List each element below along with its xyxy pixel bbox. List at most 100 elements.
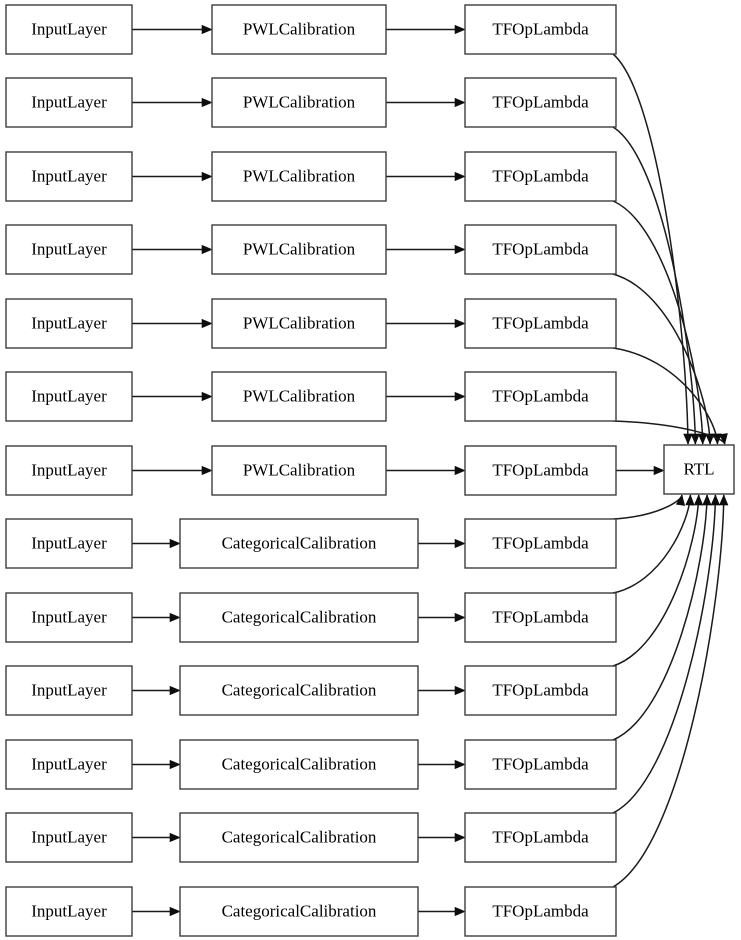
node-rtl-output-box — [663, 444, 735, 495]
node-calibration-10-box — [179, 739, 419, 790]
node-calibration-12-label: CategoricalCalibration — [222, 901, 377, 920]
node-calibration-4-box — [211, 298, 387, 349]
edge-lambda-to-rtl-0 — [612, 53, 689, 445]
node-calibration-3[interactable]: PWLCalibration — [211, 224, 387, 275]
node-input-layer-6[interactable]: InputLayer — [5, 445, 133, 496]
node-input-layer-9[interactable]: InputLayer — [5, 665, 133, 716]
node-calibration-6[interactable]: PWLCalibration — [211, 445, 387, 496]
node-calibration-7-box — [179, 518, 419, 569]
node-tfoplambda-4-label: TFOpLambda — [492, 313, 589, 332]
node-input-layer-11[interactable]: InputLayer — [5, 812, 133, 863]
node-calibration-7[interactable]: CategoricalCalibration — [179, 518, 419, 569]
node-input-layer-2[interactable]: InputLayer — [5, 151, 133, 202]
edge-calibration-to-lambda-12-arrowhead — [454, 906, 466, 917]
node-tfoplambda-7[interactable]: TFOpLambda — [464, 518, 617, 569]
node-calibration-8-box — [179, 592, 419, 643]
edge-input-to-calibration-10-arrowhead — [169, 759, 181, 770]
node-rtl-output[interactable]: RTL — [663, 444, 735, 495]
node-input-layer-0[interactable]: InputLayer — [5, 4, 133, 55]
node-calibration-5[interactable]: PWLCalibration — [211, 371, 387, 422]
node-tfoplambda-10-box — [464, 739, 617, 790]
node-input-layer-8[interactable]: InputLayer — [5, 592, 133, 643]
node-input-layer-5[interactable]: InputLayer — [5, 371, 133, 422]
node-input-layer-0-box — [5, 4, 133, 55]
edge-input-to-calibration-11-arrowhead — [169, 832, 181, 843]
node-tfoplambda-7-box — [464, 518, 617, 569]
edge-calibration-to-lambda-4-arrowhead — [454, 318, 466, 329]
node-input-layer-12[interactable]: InputLayer — [5, 886, 133, 937]
edge-input-to-calibration-12-arrowhead — [169, 906, 181, 917]
node-input-layer-3[interactable]: InputLayer — [5, 224, 133, 275]
edge-lambda-to-rtl-7-arrowhead — [675, 494, 686, 506]
node-calibration-11-box — [179, 812, 419, 863]
node-tfoplambda-7-label: TFOpLambda — [492, 533, 589, 552]
node-tfoplambda-0[interactable]: TFOpLambda — [464, 4, 617, 55]
edge-calibration-to-lambda-1-arrowhead — [454, 97, 466, 108]
node-calibration-12[interactable]: CategoricalCalibration — [179, 886, 419, 937]
node-calibration-1-box — [211, 77, 387, 128]
node-tfoplambda-9[interactable]: TFOpLambda — [464, 665, 617, 716]
edge-input-to-calibration-2-arrowhead — [201, 171, 213, 182]
node-calibration-0[interactable]: PWLCalibration — [211, 4, 387, 55]
node-tfoplambda-2[interactable]: TFOpLambda — [464, 151, 617, 202]
node-input-layer-2-label: InputLayer — [31, 166, 107, 185]
node-calibration-8[interactable]: CategoricalCalibration — [179, 592, 419, 643]
node-input-layer-3-box — [5, 224, 133, 275]
edge-lambda-to-rtl-7 — [612, 494, 683, 520]
node-input-layer-2-box — [5, 151, 133, 202]
node-input-layer-10[interactable]: InputLayer — [5, 739, 133, 790]
node-input-layer-8-box — [5, 592, 133, 643]
node-tfoplambda-8[interactable]: TFOpLambda — [464, 592, 617, 643]
edge-input-to-calibration-0-arrowhead — [201, 24, 213, 35]
node-tfoplambda-3[interactable]: TFOpLambda — [464, 224, 617, 275]
node-tfoplambda-1-box — [464, 77, 617, 128]
node-tfoplambda-1[interactable]: TFOpLambda — [464, 77, 617, 128]
node-input-layer-7[interactable]: InputLayer — [5, 518, 133, 569]
node-tfoplambda-9-label: TFOpLambda — [492, 680, 589, 699]
node-input-layer-4[interactable]: InputLayer — [5, 298, 133, 349]
node-tfoplambda-10[interactable]: TFOpLambda — [464, 739, 617, 790]
node-tfoplambda-12[interactable]: TFOpLambda — [464, 886, 617, 937]
node-tfoplambda-4[interactable]: TFOpLambda — [464, 298, 617, 349]
edge-calibration-to-lambda-11-arrowhead — [454, 832, 466, 843]
node-tfoplambda-2-label: TFOpLambda — [492, 166, 589, 185]
node-calibration-6-box — [211, 445, 387, 496]
node-calibration-2[interactable]: PWLCalibration — [211, 151, 387, 202]
node-input-layer-7-box — [5, 518, 133, 569]
node-calibration-9[interactable]: CategoricalCalibration — [179, 665, 419, 716]
edge-lambda-to-rtl-5 — [612, 420, 726, 445]
node-tfoplambda-11[interactable]: TFOpLambda — [464, 812, 617, 863]
node-calibration-6-label: PWLCalibration — [243, 460, 356, 479]
node-calibration-9-label: CategoricalCalibration — [222, 680, 377, 699]
node-input-layer-12-label: InputLayer — [31, 901, 107, 920]
edge-layer — [132, 24, 729, 917]
edge-lambda-to-rtl-6-arrowhead — [653, 465, 665, 476]
node-calibration-1[interactable]: PWLCalibration — [211, 77, 387, 128]
edge-input-to-calibration-9-arrowhead — [169, 685, 181, 696]
node-input-layer-11-box — [5, 812, 133, 863]
node-tfoplambda-2-box — [464, 151, 617, 202]
node-calibration-2-label: PWLCalibration — [243, 166, 356, 185]
node-calibration-4[interactable]: PWLCalibration — [211, 298, 387, 349]
node-input-layer-1[interactable]: InputLayer — [5, 77, 133, 128]
node-calibration-2-box — [211, 151, 387, 202]
node-tfoplambda-3-box — [464, 224, 617, 275]
node-calibration-1-label: PWLCalibration — [243, 92, 356, 111]
node-calibration-11[interactable]: CategoricalCalibration — [179, 812, 419, 863]
node-input-layer-5-box — [5, 371, 133, 422]
edge-lambda-to-rtl-1-arrowhead — [690, 433, 700, 445]
node-calibration-10-label: CategoricalCalibration — [222, 754, 377, 773]
node-tfoplambda-11-box — [464, 812, 617, 863]
node-tfoplambda-12-box — [464, 886, 617, 937]
edge-lambda-to-rtl-4 — [612, 347, 719, 445]
node-tfoplambda-4-box — [464, 298, 617, 349]
node-tfoplambda-5[interactable]: TFOpLambda — [464, 371, 617, 422]
node-calibration-10[interactable]: CategoricalCalibration — [179, 739, 419, 790]
edge-input-to-calibration-3-arrowhead — [201, 244, 213, 255]
edge-lambda-to-rtl-11 — [612, 494, 717, 814]
node-calibration-12-box — [179, 886, 419, 937]
edge-lambda-to-rtl-10 — [612, 494, 708, 741]
node-tfoplambda-6[interactable]: TFOpLambda — [464, 445, 617, 496]
node-input-layer-4-box — [5, 298, 133, 349]
